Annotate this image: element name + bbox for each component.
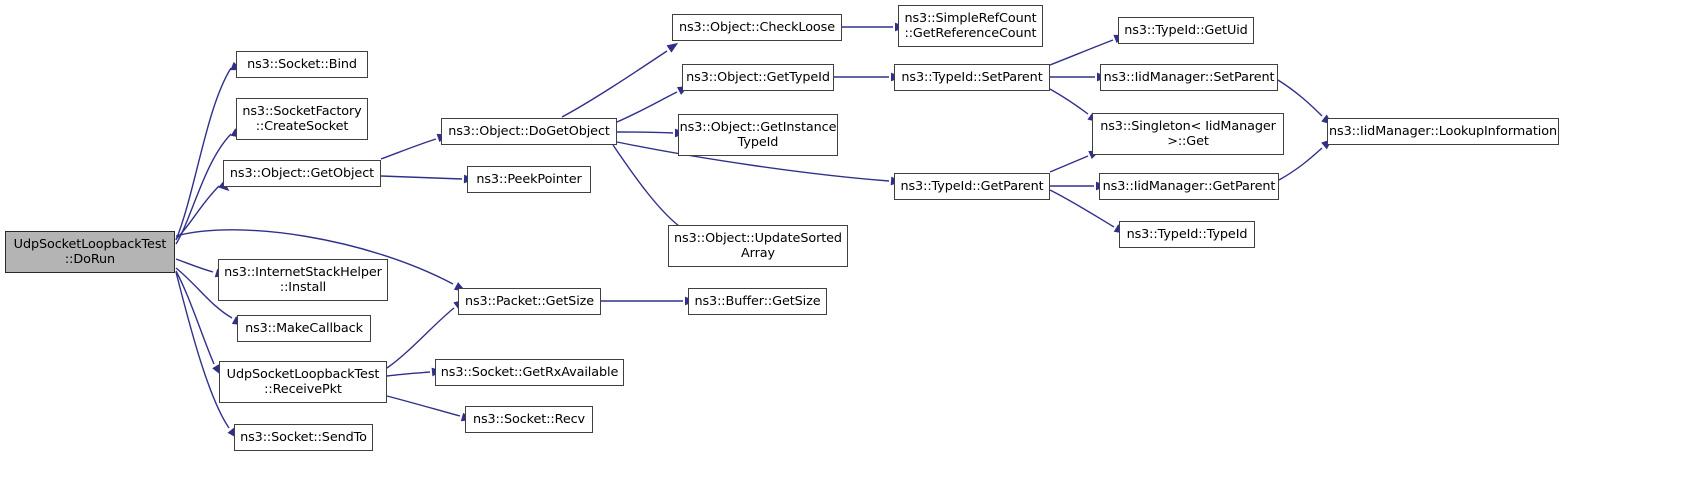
graph-node-iidGetParent[interactable]: ns3::IidManager::GetParent bbox=[1099, 173, 1279, 200]
graph-node-typeIdGetParent[interactable]: ns3::TypeId::GetParent bbox=[894, 173, 1050, 200]
graph-node-socketRecv[interactable]: ns3::Socket::Recv bbox=[465, 406, 593, 433]
call-edge bbox=[1049, 88, 1089, 115]
graph-node-getObject[interactable]: ns3::Object::GetObject bbox=[223, 160, 381, 187]
call-edge bbox=[175, 185, 220, 240]
graph-node-singletonGet[interactable]: ns3::Singleton< IidManager >::Get bbox=[1092, 113, 1284, 155]
graph-node-simpleRefCount[interactable]: ns3::SimpleRefCount ::GetReferenceCount bbox=[898, 5, 1043, 47]
graph-node-installStack[interactable]: ns3::InternetStackHelper ::Install bbox=[218, 259, 388, 301]
call-edge bbox=[380, 175, 463, 180]
graph-node-makeCallback[interactable]: ns3::MakeCallback bbox=[237, 315, 371, 342]
graph-node-getRxAvailable[interactable]: ns3::Socket::GetRxAvailable bbox=[435, 359, 624, 386]
graph-node-doGetObject[interactable]: ns3::Object::DoGetObject bbox=[441, 118, 617, 145]
call-edge bbox=[1278, 147, 1323, 181]
graph-node-typeIdSetParent[interactable]: ns3::TypeId::SetParent bbox=[894, 64, 1050, 91]
graph-node-updateSorted[interactable]: ns3::Object::UpdateSorted Array bbox=[668, 225, 848, 267]
graph-node-iidSetParent[interactable]: ns3::IidManager::SetParent bbox=[1100, 64, 1278, 91]
graph-node-getInstTypeId[interactable]: ns3::Object::GetInstance TypeId bbox=[678, 114, 838, 156]
graph-node-socketSendTo[interactable]: ns3::Socket::SendTo bbox=[234, 424, 373, 451]
call-edge bbox=[175, 67, 232, 241]
graph-node-receivePkt[interactable]: UdpSocketLoopbackTest ::ReceivePkt bbox=[219, 361, 387, 403]
call-edge bbox=[175, 133, 232, 245]
call-edge bbox=[380, 138, 437, 160]
call-edge bbox=[1049, 155, 1089, 173]
call-edge bbox=[612, 144, 684, 230]
graph-node-objGetTypeId[interactable]: ns3::Object::GetTypeId bbox=[682, 64, 834, 91]
graph-node-peekPointer[interactable]: ns3::PeekPointer bbox=[467, 166, 591, 193]
call-edge bbox=[175, 258, 214, 273]
call-edge bbox=[1049, 39, 1114, 66]
graph-node-createSocket[interactable]: ns3::SocketFactory ::CreateSocket bbox=[236, 98, 368, 140]
call-edge bbox=[386, 395, 461, 417]
call-edge bbox=[386, 371, 431, 377]
call-edge bbox=[616, 91, 678, 123]
graph-node-doRun[interactable]: UdpSocketLoopbackTest ::DoRun bbox=[5, 231, 175, 273]
graph-node-typeIdTypeId[interactable]: ns3::TypeId::TypeId bbox=[1119, 221, 1255, 248]
graph-node-typeIdGetUid[interactable]: ns3::TypeId::GetUid bbox=[1118, 17, 1254, 44]
call-edge bbox=[1277, 79, 1323, 117]
graph-node-lookupInfo[interactable]: ns3::IidManager::LookupInformation bbox=[1327, 118, 1559, 145]
graph-node-packetGetSize[interactable]: ns3::Packet::GetSize bbox=[458, 288, 601, 315]
graph-node-socketBind[interactable]: ns3::Socket::Bind bbox=[236, 51, 368, 78]
graph-node-bufferGetSize[interactable]: ns3::Buffer::GetSize bbox=[688, 288, 827, 315]
edge-arrowhead bbox=[666, 42, 679, 53]
graph-node-checkLoose[interactable]: ns3::Object::CheckLoose bbox=[672, 14, 842, 41]
call-edge bbox=[175, 270, 215, 365]
call-edge bbox=[561, 50, 668, 118]
call-edge bbox=[616, 131, 674, 134]
